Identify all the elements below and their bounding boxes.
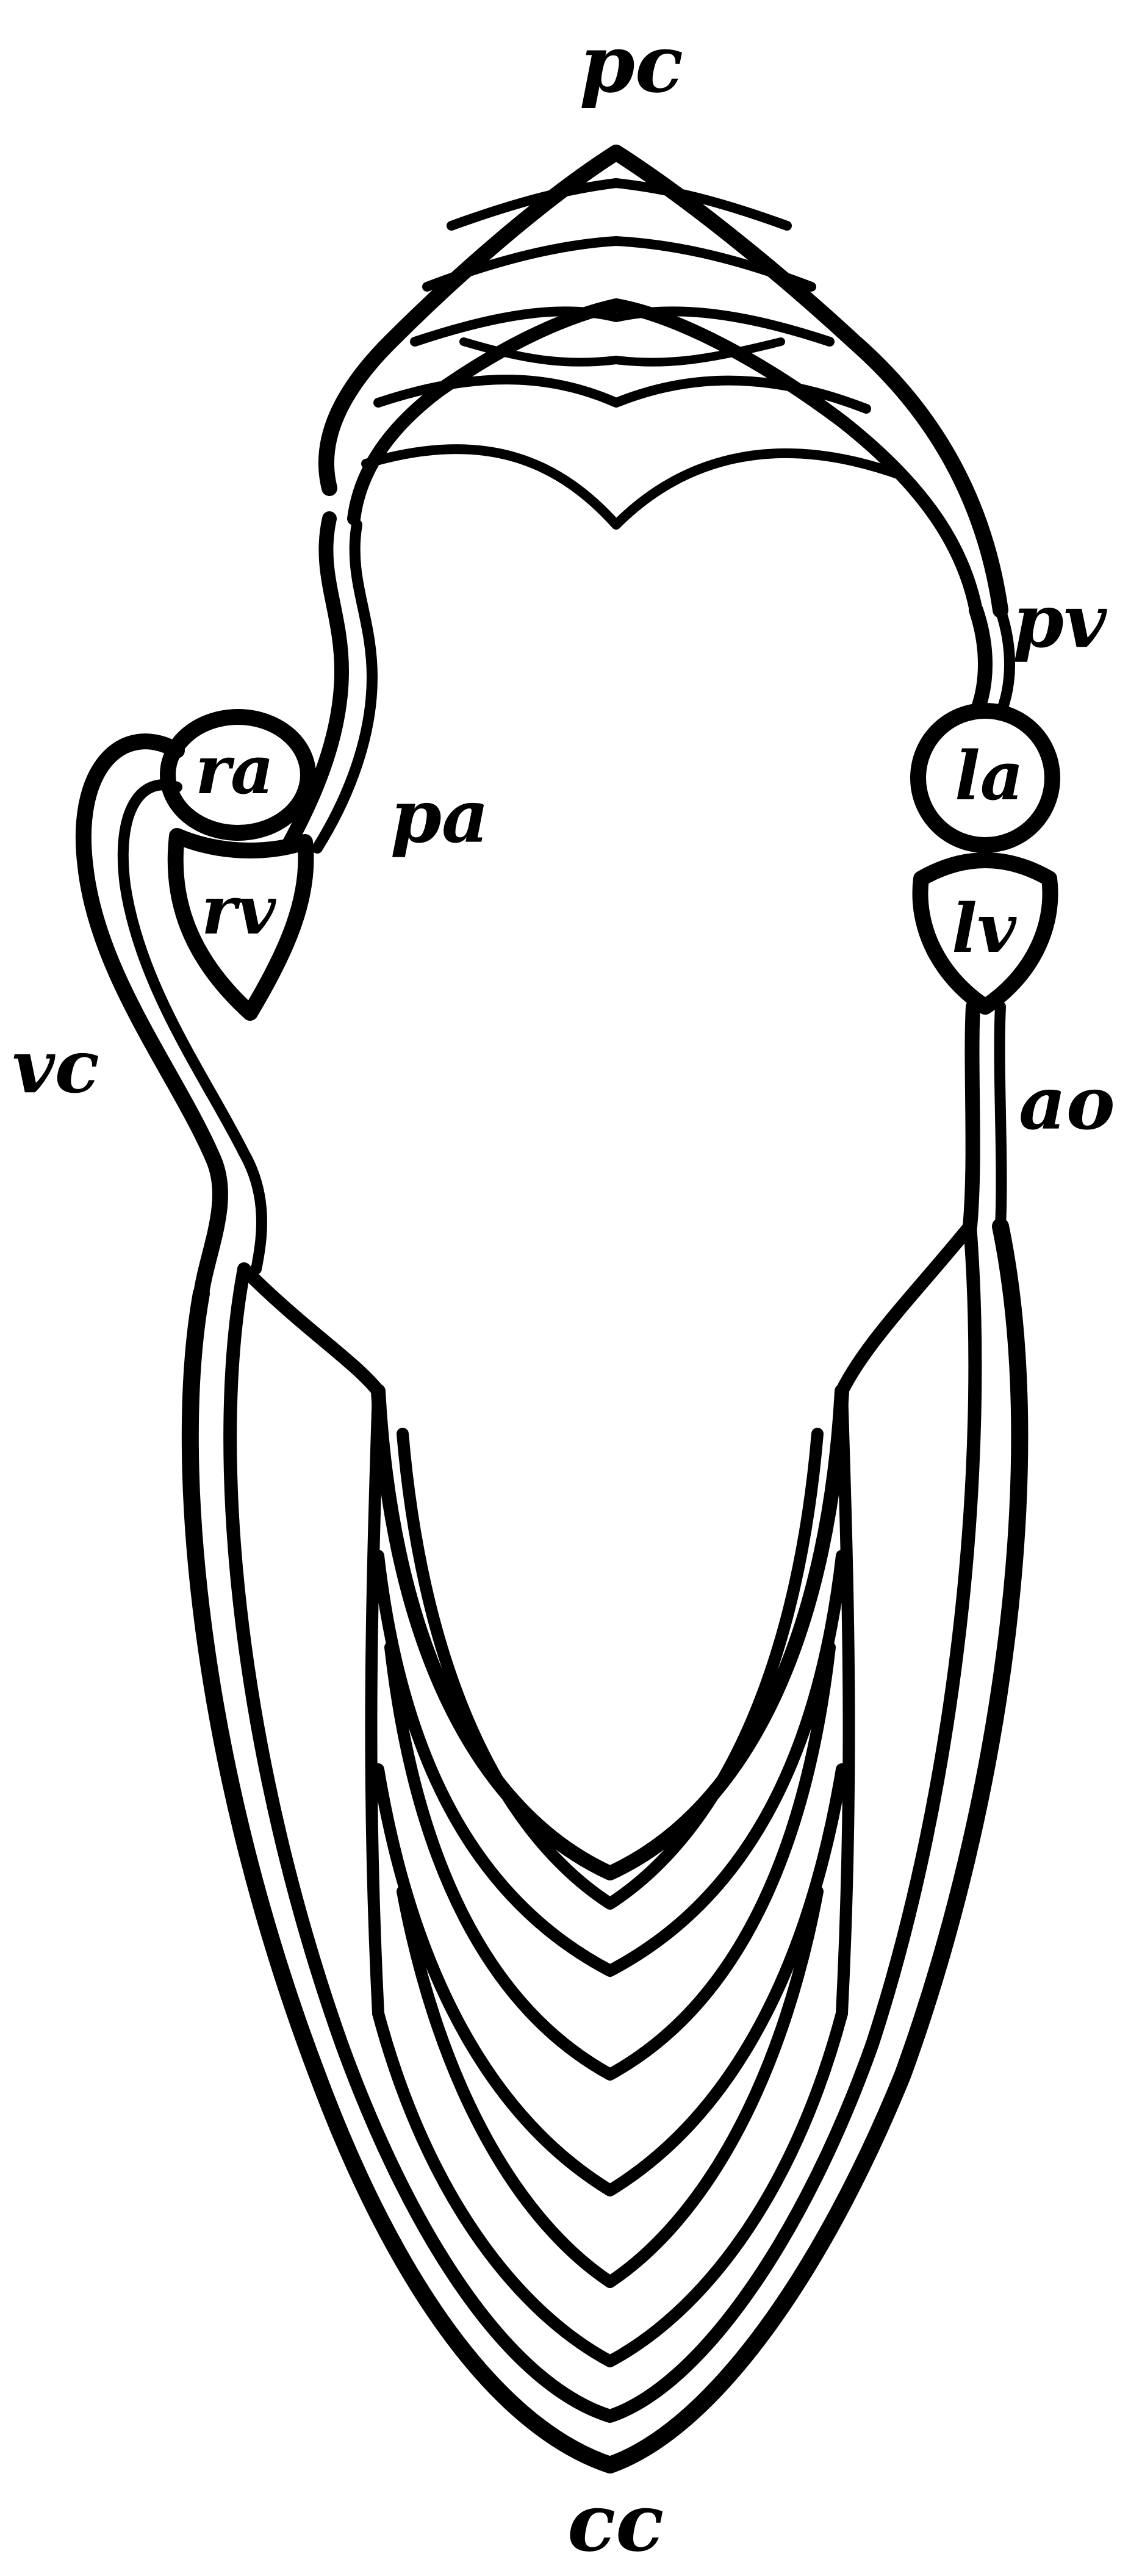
arterial-connector [842, 1226, 970, 1391]
label-vc: vc [12, 1024, 99, 1110]
aorta-vessel [970, 1007, 973, 1226]
pulmonary-circuit [326, 153, 1000, 610]
pulmonary-capillary-band-3 [415, 311, 830, 342]
label-ra: ra [195, 730, 274, 809]
label-pv: pv [1013, 578, 1107, 664]
systemic-branch-right [842, 1391, 849, 2013]
pulmonary-outer-vessel [326, 153, 1000, 610]
label-pa: pa [390, 774, 489, 860]
label-pc: pc [580, 17, 683, 110]
labels: pc pv pa ra rv la lv vc ao cc [12, 17, 1115, 2569]
label-cc: cc [567, 2476, 664, 2569]
label-lv: lv [952, 889, 1017, 968]
label-ao: ao [1019, 1060, 1115, 1146]
pulmonary-inner-vessel [354, 305, 976, 610]
pulmonary-vein-vessel-inner [1000, 610, 1010, 714]
systemic-circuit [190, 1226, 1020, 2465]
systemic-vessel-2 [230, 1226, 975, 2416]
aorta-vessel-inner [1000, 1007, 1002, 1226]
systemic-branch-left [371, 1391, 378, 2013]
label-la: la [955, 736, 1024, 815]
venous-connector [244, 1269, 378, 1391]
pulmonary-vein-vessel [976, 610, 985, 714]
label-rv: rv [201, 871, 276, 949]
pulmonary-capillary-band-1 [451, 183, 787, 226]
systemic-capillary-arch-5 [378, 1769, 842, 2190]
pulmonary-capillary-band-5 [366, 449, 903, 525]
